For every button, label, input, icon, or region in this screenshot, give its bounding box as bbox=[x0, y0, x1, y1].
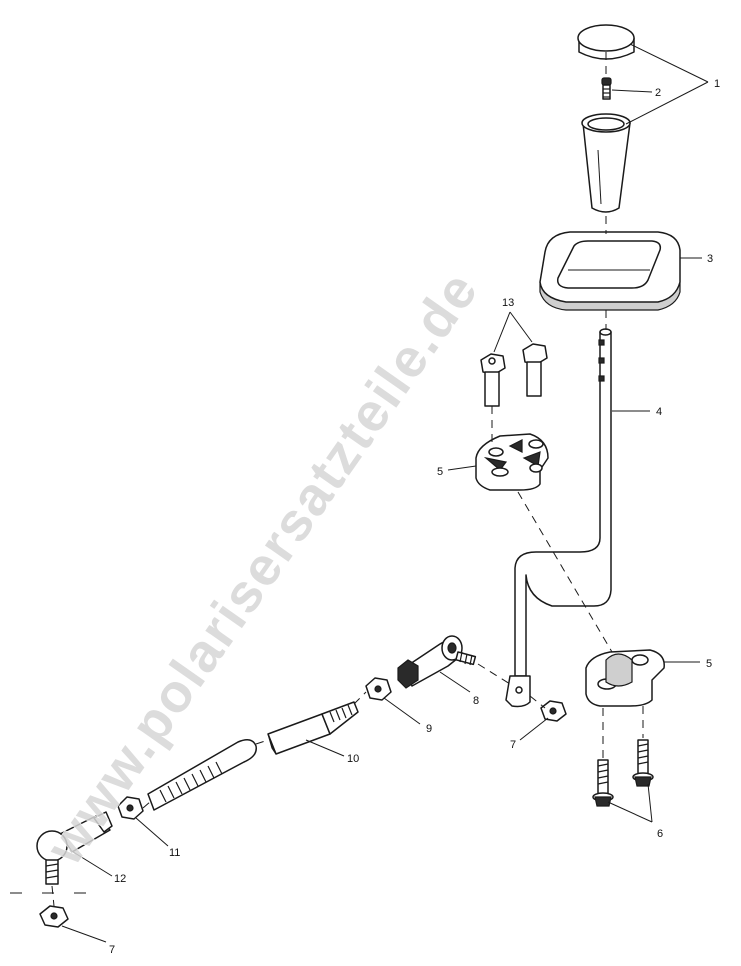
set-screw bbox=[601, 77, 612, 100]
jam-nut-lower bbox=[117, 796, 144, 820]
leader-13-left bbox=[493, 311, 511, 353]
leader-13-right bbox=[509, 311, 533, 343]
callout-3: 3 bbox=[707, 253, 713, 265]
shift-lever bbox=[505, 328, 612, 708]
lock-nut-bottom bbox=[39, 905, 69, 928]
screw-right bbox=[632, 739, 654, 787]
callout-6: 6 bbox=[657, 828, 663, 840]
leader-1-cap bbox=[629, 43, 709, 83]
lock-nut-lever bbox=[540, 700, 567, 722]
alignment-line-rod-lever bbox=[477, 663, 511, 685]
shift-boot bbox=[539, 231, 681, 311]
leader-7-lever bbox=[519, 717, 549, 741]
screw-left bbox=[592, 759, 614, 807]
rod-end-upper bbox=[397, 635, 477, 689]
mount-bracket-lower bbox=[585, 649, 665, 707]
callout-7-bottom: 7 bbox=[109, 944, 115, 956]
alignment-line-nut-sleeve bbox=[142, 801, 151, 809]
shift-knob-grip bbox=[581, 113, 631, 213]
bolt-right bbox=[522, 343, 548, 397]
alignment-line-nut-lever bbox=[529, 695, 546, 709]
callout-5-upper: 5 bbox=[437, 466, 443, 478]
leader-5-upper bbox=[447, 465, 477, 471]
callout-8: 8 bbox=[473, 695, 479, 707]
connecting-rod bbox=[267, 701, 359, 755]
leader-6-right bbox=[647, 783, 653, 823]
mount-bracket-upper bbox=[475, 433, 549, 491]
callout-12: 12 bbox=[114, 873, 126, 885]
ball-joint bbox=[36, 811, 113, 885]
callout-11: 11 bbox=[169, 847, 180, 859]
shift-knob-cap bbox=[577, 24, 635, 60]
callout-4: 4 bbox=[656, 406, 662, 418]
leader-2 bbox=[611, 89, 653, 93]
callout-13: 13 bbox=[502, 297, 514, 309]
watermark: www.polarisersatzteile.de bbox=[34, 260, 490, 875]
alignment-line-ball-nut bbox=[51, 885, 55, 907]
leader-7-bottom bbox=[61, 925, 107, 943]
alignment-line-bracket bbox=[517, 491, 613, 653]
callout-5-lower: 5 bbox=[706, 658, 712, 670]
callout-10: 10 bbox=[347, 753, 359, 765]
jam-nut-upper bbox=[365, 677, 392, 701]
leader-9 bbox=[383, 697, 421, 725]
leader-1-grip bbox=[625, 81, 709, 125]
alignment-line-rod-link bbox=[353, 691, 367, 705]
leader-12 bbox=[69, 849, 113, 877]
callout-2: 2 bbox=[655, 87, 661, 99]
callout-7-lever: 7 bbox=[510, 739, 516, 751]
leader-10 bbox=[305, 739, 345, 757]
callout-1: 1 bbox=[714, 78, 720, 90]
bolt-left bbox=[480, 353, 506, 407]
leader-8 bbox=[439, 671, 471, 693]
leader-11 bbox=[135, 817, 169, 847]
leader-6-left bbox=[607, 801, 653, 823]
threaded-sleeve bbox=[147, 739, 257, 811]
alignment-line-rod-sleeve bbox=[255, 739, 269, 745]
callout-9: 9 bbox=[426, 723, 432, 735]
